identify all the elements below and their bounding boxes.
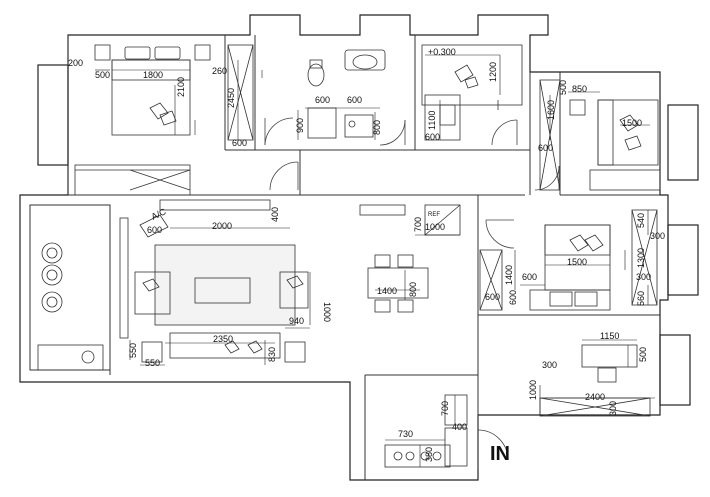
dim-bath-900: 900: [295, 118, 305, 133]
dim-bed3-600c: 600: [508, 290, 518, 305]
dim-bed3-1400: 1400: [504, 265, 514, 285]
dim-living-550b: 550: [145, 358, 160, 368]
doors: [264, 117, 560, 461]
dim-kitchen-400: 400: [452, 422, 467, 432]
dim-bed2-600: 600: [538, 143, 553, 153]
dim-study-2400: 2400: [585, 392, 605, 402]
dim-study-300b: 300: [608, 401, 618, 416]
dim-bath-600a: 600: [315, 95, 330, 105]
dim-living-2350: 2350: [213, 334, 233, 344]
living-balcony: [37, 242, 104, 371]
dimension-lines: [95, 54, 655, 467]
dim-bed3-300b: 300: [636, 272, 651, 282]
dim-kitchen-380: 380: [424, 447, 434, 462]
interior-walls: [29, 35, 660, 480]
dim-master-left: 200: [68, 58, 83, 68]
bathroom-2: [421, 44, 523, 141]
living-room: [119, 199, 309, 363]
dim-bath2-600: 600: [425, 132, 440, 142]
dim-living-1000: 1000: [322, 302, 332, 322]
dim-master-500: 500: [95, 70, 110, 80]
dim-master-600: 600: [232, 138, 247, 148]
dim-bed3-1300: 1300: [636, 248, 646, 268]
dim-living-600: 600: [147, 225, 162, 235]
dim-bed2-1500: 1500: [622, 118, 642, 128]
dim-master-2100: 2100: [176, 77, 186, 97]
ref-label: REF: [428, 212, 440, 218]
dim-bath-600b: 600: [347, 95, 362, 105]
dim-study-1000: 1000: [528, 380, 538, 400]
study-room: [539, 344, 651, 417]
dim-master-2450: 2450: [226, 88, 236, 108]
dim-bed3-600b: 600: [485, 292, 500, 302]
dim-study-500: 500: [638, 347, 648, 362]
dim-living-2000: 2000: [212, 221, 232, 231]
dimension-labels: 200 500 1800 260 2100 2450 600 600 600 9…: [68, 47, 665, 462]
dim-master-1800: 1800: [143, 70, 163, 80]
dim-bed3-560: 560: [636, 291, 646, 306]
master-bedroom: [74, 44, 211, 196]
dim-living-550a: 550: [128, 343, 138, 358]
dim-living-400: 400: [270, 207, 280, 222]
bathroom-1: [227, 44, 386, 141]
dim-bath-800: 800: [372, 120, 382, 135]
dim-master-260: 260: [212, 66, 227, 76]
dim-bed3-600a: 600: [522, 272, 537, 282]
dim-dining-1400: 1400: [377, 286, 397, 296]
dim-study-300a: 300: [542, 360, 557, 370]
dim-dining-800: 800: [408, 282, 418, 297]
ac-label: A/C: [150, 206, 168, 222]
entrance-label: IN: [490, 443, 510, 465]
dim-bath2-1100: 1100: [427, 111, 437, 130]
dim-bed3-1500: 1500: [567, 257, 587, 267]
bedroom-3: [479, 209, 658, 311]
dim-bed2-1600: 1600: [546, 100, 556, 120]
dim-living-830: 830: [267, 347, 277, 362]
dim-living-940: 940: [289, 316, 304, 326]
dim-dining-1000: 1000: [425, 222, 445, 232]
dim-bed3-540: 540: [636, 213, 646, 228]
level-label: +0.300: [428, 47, 456, 57]
dim-dining-700: 700: [413, 217, 423, 232]
dim-kitchen-730: 730: [398, 429, 413, 439]
dim-study-1150: 1150: [600, 331, 619, 341]
exterior-walls: [19, 14, 699, 481]
dim-kitchen-700: 700: [440, 401, 450, 416]
dim-bed2-500: 500: [558, 80, 568, 95]
dim-bed3-300a: 300: [650, 231, 665, 241]
dining-area: [359, 204, 461, 313]
dim-bed2-850: 850: [572, 84, 587, 94]
kitchen: [384, 394, 468, 468]
dim-bath2-1200: 1200: [488, 62, 498, 82]
